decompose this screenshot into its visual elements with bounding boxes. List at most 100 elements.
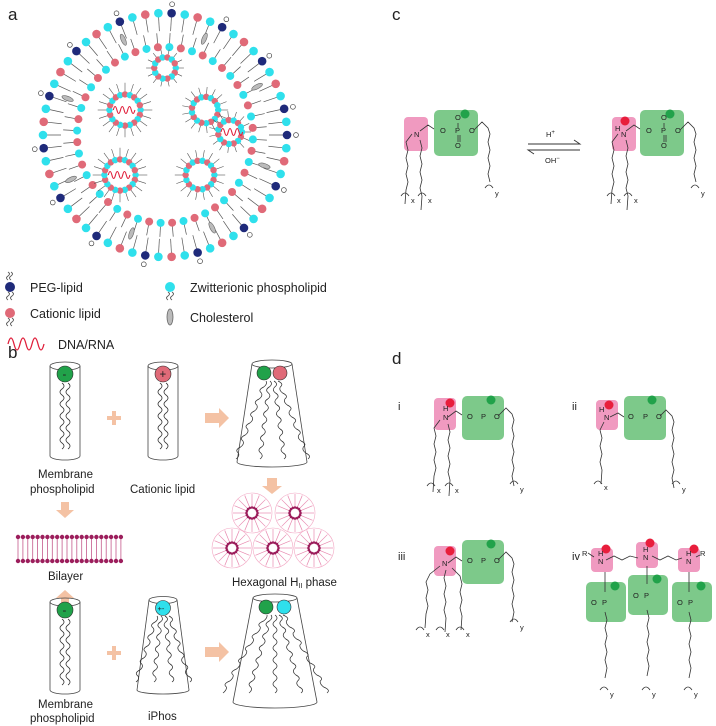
shell-lipid-head (72, 46, 81, 56)
arrow-down-bilayer (56, 502, 74, 518)
atom-O: O (677, 598, 683, 607)
shell-lipid-head (45, 91, 54, 101)
cholesterol-icon (61, 95, 74, 102)
hex-rosette-tail (244, 495, 251, 509)
subscript-y: y (520, 485, 524, 494)
inner-leaflet-head (211, 203, 220, 212)
bilayer-head-bottom (89, 558, 94, 564)
hex-rosette-head (288, 513, 292, 517)
minus-sign: - (63, 369, 67, 381)
atom-O: O (675, 126, 681, 135)
hex-rosette-tail (259, 534, 270, 545)
micelle-head (198, 94, 205, 101)
bilayer-membrane (15, 534, 124, 564)
micelle-head (116, 91, 124, 99)
hex-rosette-head (248, 506, 252, 510)
micelle-head (199, 185, 206, 193)
bilayer-head-top (108, 534, 114, 540)
lipid-tail-wave (248, 614, 273, 694)
inner-leaflet-head (88, 181, 97, 190)
structure-iv: R R H N H N H N O P O P O P y y y (582, 538, 712, 699)
hex-rosette-head (225, 548, 229, 552)
subscript-y: y (682, 485, 686, 494)
hex-rosette-tail (277, 540, 291, 547)
inner-leaflet-head (208, 57, 217, 66)
hex-rosette-tail (255, 549, 269, 556)
shell-lipid-head (81, 37, 91, 47)
cholesterol-icon (208, 221, 216, 234)
hex-rosette-tail (318, 549, 332, 556)
atom-O: O (646, 126, 652, 135)
shell-lipid-head (49, 79, 59, 89)
inner-leaflet-head (73, 126, 82, 135)
micelle-head (116, 187, 124, 194)
shell-lipid-head (257, 204, 267, 214)
hex-rosette-head (273, 551, 277, 555)
bilayer-head-top (15, 534, 21, 540)
shell-lipid-head (271, 79, 281, 89)
micelle-head (131, 166, 139, 174)
bilayer-head-top (30, 534, 35, 540)
acid-label: H+ (546, 130, 555, 139)
inner-leaflet-head (226, 71, 235, 80)
hex-rosette-tail (255, 516, 266, 527)
hex-rosette-tail (276, 534, 287, 545)
subscript-y: y (652, 690, 656, 699)
atom-O: O (633, 591, 639, 600)
shell-lipid-head (81, 223, 91, 233)
bilayer-head-top (79, 534, 84, 540)
peg-chain (169, 1, 175, 7)
inner-leaflet-head (234, 178, 243, 187)
atom-N: N (598, 557, 603, 566)
micelle-head (159, 54, 166, 61)
shell-lipid-head (276, 169, 285, 179)
hex-rosette-head (295, 516, 299, 520)
bilayer-head-top (25, 534, 30, 540)
bilayer-head-bottom (108, 558, 114, 564)
structure-ii: H N O P O x y (593, 395, 686, 494)
shell-lipid-head (249, 214, 258, 224)
shell-lipid-head (128, 248, 137, 257)
atom-O: O (467, 556, 473, 565)
shell-lipid-head (103, 238, 113, 248)
peg-chain (197, 258, 203, 264)
nanoparticle-shell (32, 1, 299, 268)
peg-chain (141, 261, 147, 268)
shell-lipid-head (63, 204, 73, 214)
atom-H: H (443, 404, 448, 413)
lipid-tail-wave (282, 614, 329, 694)
hex-rosette-tail (317, 534, 328, 545)
shell-lipid-head (281, 143, 291, 153)
panel-d: i ii iii iv H N O P O x x y H (398, 395, 712, 699)
shell-lipid-head (249, 46, 258, 56)
peg-chain (113, 10, 120, 17)
micelle-head (132, 171, 139, 179)
micelle-head (203, 119, 210, 127)
plus-charge: + (160, 369, 167, 381)
hex-rosette-tail (255, 540, 269, 547)
inner-leaflet-head (134, 214, 143, 223)
bilayer-head-top (69, 534, 75, 540)
arrow-right-top (205, 408, 229, 428)
bilayer-head-bottom (104, 558, 109, 564)
bilayer-head-top (59, 534, 65, 540)
atom-O: O (455, 141, 461, 150)
shell-lipid-head (180, 251, 190, 260)
atom-H: H (643, 545, 648, 554)
shell-lipid-head (276, 91, 285, 101)
cone-mixed-lipid-bottom (222, 593, 329, 709)
dna-strand (220, 127, 244, 137)
shell-lipid-head (38, 130, 48, 140)
atom-O: O (661, 113, 667, 122)
lipid-tail-wave (135, 615, 159, 683)
hex-rosette-tail (277, 549, 291, 556)
membrane-phospholipid-label-top-2: phospholipid (30, 484, 95, 496)
arrow-down-hex (262, 478, 282, 494)
hex-rosette-head (228, 541, 232, 545)
peg-chain (247, 232, 253, 238)
atom-N: N (604, 413, 609, 422)
shell-lipid-head (49, 181, 59, 191)
hex-rosette-tail (224, 530, 231, 544)
hex-rosette-tail (274, 552, 281, 566)
shell-lipid-head (281, 117, 291, 127)
